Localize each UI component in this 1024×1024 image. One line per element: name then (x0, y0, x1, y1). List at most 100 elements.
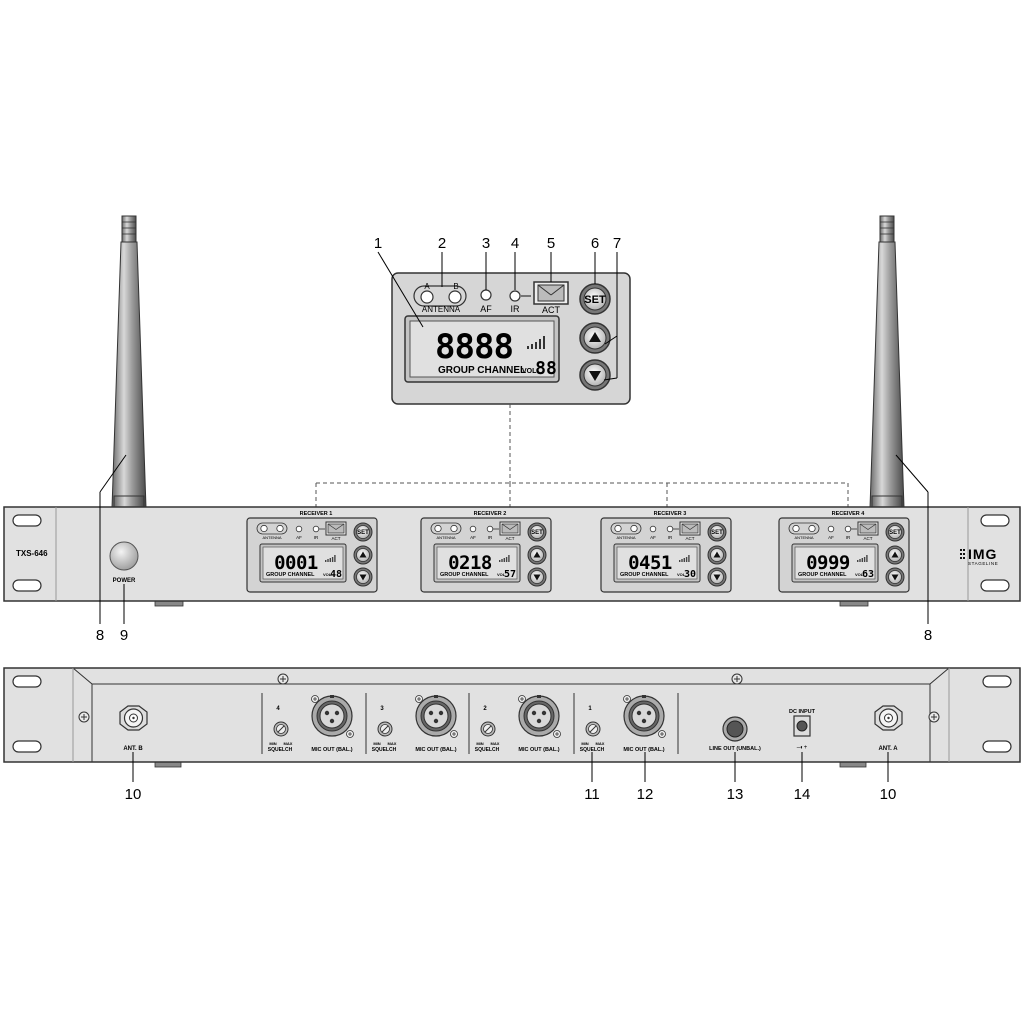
dc-input-jack[interactable] (793, 715, 811, 737)
mic-out-label: MIC OUT (BAL.) (415, 747, 456, 753)
rear-panel-body (3, 667, 1021, 763)
set-button[interactable]: SET (579, 283, 611, 315)
front-callouts (99, 454, 929, 624)
callout-1: 1 (374, 235, 382, 252)
screw-icon (450, 730, 458, 738)
up-button[interactable] (353, 545, 373, 565)
signal-bars-icon (527, 336, 545, 349)
channel-number: 3 (380, 706, 384, 712)
squelch-max-label: MAX (491, 741, 500, 746)
channel-digits: 0999 (806, 552, 850, 574)
af-label: AF (480, 304, 492, 314)
squelch-max-label: MAX (284, 741, 293, 746)
callout-4: 4 (511, 235, 519, 252)
receiver-title: RECEIVER 2 (474, 511, 507, 517)
down-button[interactable] (885, 567, 905, 587)
af-label: AF (296, 535, 302, 540)
af-led (649, 525, 657, 533)
af-led (480, 289, 492, 301)
act-label: ACT (542, 305, 561, 315)
set-button-label: SET (889, 530, 901, 536)
ant-b-label: ANT. B (123, 746, 143, 752)
callout-9: 9 (120, 627, 128, 644)
mic-out-xlr-connector[interactable] (311, 695, 353, 737)
set-button[interactable]: SET (885, 522, 905, 542)
down-button[interactable] (527, 567, 547, 587)
ant-a-connector[interactable] (874, 705, 903, 731)
group-channel-label: GROUP CHANNEL (266, 572, 315, 578)
group-channel-label: GROUP CHANNEL (438, 365, 526, 376)
down-button[interactable] (579, 359, 611, 391)
act-sensor-window (533, 281, 569, 305)
mic-out-xlr-connector[interactable] (623, 695, 665, 737)
vol-digits: 88 (535, 358, 557, 379)
ant-b-connector[interactable] (119, 705, 148, 731)
vol-digits: 30 (684, 569, 696, 580)
vol-label: VOL (497, 572, 506, 577)
down-button[interactable] (353, 567, 373, 587)
callout-8-left: 8 (96, 627, 104, 644)
screw-icon (928, 711, 940, 723)
set-button-label: SET (531, 530, 543, 536)
callout-2: 2 (438, 235, 446, 252)
act-label: ACT (506, 536, 515, 541)
screws (78, 673, 940, 723)
mic-out-label: MIC OUT (BAL.) (623, 747, 664, 753)
antenna-b-led (450, 524, 458, 533)
vol-label: VOL (522, 368, 537, 375)
squelch-knob[interactable] (585, 721, 601, 737)
ir-label: IR (846, 535, 851, 540)
callout-11: 11 (584, 786, 600, 803)
power-button[interactable] (109, 541, 139, 571)
callout-14: 14 (794, 786, 811, 803)
power-label: POWER (113, 578, 136, 584)
screw-icon (658, 730, 666, 738)
down-button[interactable] (707, 567, 727, 587)
act-sensor-window (499, 521, 521, 536)
squelch-label: SQUELCH (580, 747, 605, 753)
up-button[interactable] (527, 545, 547, 565)
arrow-down-icon (359, 574, 367, 581)
dc-input-label: DC INPUT (789, 709, 816, 715)
up-button[interactable] (885, 545, 905, 565)
af-label: AF (828, 535, 834, 540)
dc-polarity-symbol: –◐+ (797, 745, 808, 751)
set-button[interactable]: SET (353, 522, 373, 542)
brand-logo: IMG STAGELINE (960, 546, 998, 566)
signal-bars-icon (499, 555, 510, 562)
receiver-title: RECEIVER 4 (832, 511, 866, 517)
screw-icon (731, 673, 743, 685)
vol-label: VOL (855, 572, 864, 577)
mic-out-xlr-connector[interactable] (415, 695, 457, 737)
vol-label: VOL (677, 572, 686, 577)
set-button[interactable]: SET (527, 522, 547, 542)
ir-led (844, 525, 852, 533)
screw-icon (78, 711, 90, 723)
vol-digits: 48 (330, 569, 342, 580)
squelch-knob[interactable] (480, 721, 496, 737)
arrow-down-icon (713, 574, 721, 581)
signal-bars-icon (325, 555, 336, 562)
channel-digits: 0451 (628, 552, 672, 574)
act-sensor-window (325, 521, 347, 536)
af-label: AF (470, 535, 476, 540)
ir-led (666, 525, 674, 533)
brand-name: IMG (968, 546, 997, 562)
arrow-up-icon (533, 551, 541, 558)
up-button[interactable] (707, 545, 727, 565)
line-out-jack[interactable] (722, 716, 748, 742)
up-button[interactable] (579, 322, 611, 354)
receiver-title: RECEIVER 1 (300, 511, 333, 517)
squelch-knob[interactable] (377, 721, 393, 737)
receiver-title: RECEIVER 3 (654, 511, 687, 517)
mic-out-xlr-connector[interactable] (518, 695, 560, 737)
callout-8-right: 8 (924, 627, 932, 644)
squelch-min-label: MIN (373, 741, 380, 746)
set-button-label: SET (711, 530, 723, 536)
set-button[interactable]: SET (707, 522, 727, 542)
squelch-knob[interactable] (273, 721, 289, 737)
